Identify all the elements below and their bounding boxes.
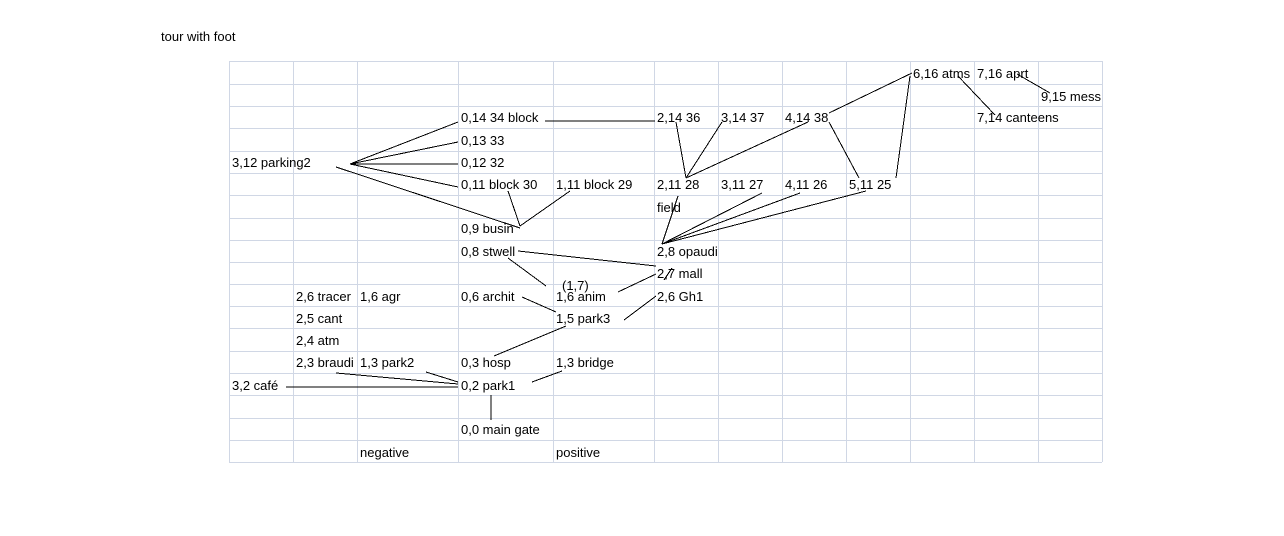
connector-line bbox=[531, 370, 563, 383]
connector-line bbox=[828, 121, 860, 179]
connector-line bbox=[519, 190, 571, 227]
connector-line bbox=[425, 371, 459, 383]
node-5-11-25[interactable]: 5,11 25 bbox=[849, 177, 892, 192]
node-0-0-main-gate[interactable]: 0,0 main gate bbox=[461, 422, 540, 437]
node-9-15-mess[interactable]: 9,15 mess bbox=[1041, 89, 1101, 104]
connector-line bbox=[895, 75, 911, 179]
node-4-14-38[interactable]: 4,14 38 bbox=[785, 110, 829, 125]
connector-line bbox=[828, 72, 913, 114]
node-2-3-braudi[interactable]: 2,3 braudi bbox=[296, 355, 354, 370]
node-3-12-parking2[interactable]: 3,12 parking2 bbox=[232, 155, 311, 170]
connector-line bbox=[685, 121, 723, 179]
node-0-3-hosp[interactable]: 0,3 hosp bbox=[461, 355, 511, 370]
node-0-6-archit[interactable]: 0,6 archit bbox=[461, 289, 515, 304]
connector-line bbox=[349, 141, 459, 165]
connector-line bbox=[957, 75, 996, 116]
negative-label: negative bbox=[360, 445, 410, 460]
node-0-2-park1[interactable]: 0,2 park1 bbox=[461, 378, 516, 393]
connector-line bbox=[685, 121, 809, 179]
connector-line bbox=[335, 166, 521, 229]
node-2-6-gh1[interactable]: 2,6 Gh1 bbox=[657, 289, 704, 304]
connector-line bbox=[507, 257, 547, 287]
node-0-14-block34[interactable]: 0,14 34 block bbox=[461, 110, 539, 125]
node-0-9-busin[interactable]: 0,9 busin bbox=[461, 221, 514, 236]
node-0-12-32[interactable]: 0,12 32 bbox=[461, 155, 505, 170]
node-3-2-cafe[interactable]: 3,2 café bbox=[232, 378, 279, 393]
connector-line bbox=[349, 121, 459, 165]
connector-line bbox=[661, 192, 801, 245]
node-6-16-atms[interactable]: 6,16 atms bbox=[913, 66, 971, 81]
connector-line bbox=[349, 163, 459, 188]
node-2-8-opaudi[interactable]: 2,8 opaudi bbox=[657, 244, 718, 259]
node-1-6-anim[interactable]: 1,6 anim bbox=[556, 289, 606, 304]
connector-line bbox=[675, 121, 687, 179]
node-3-11-27[interactable]: 3,11 27 bbox=[721, 177, 764, 192]
connector-line bbox=[493, 325, 567, 357]
grid-lines bbox=[229, 61, 1103, 463]
positive-label: positive bbox=[556, 445, 601, 460]
connector-line bbox=[661, 195, 679, 245]
node-2-11-28[interactable]: 2,11 28 bbox=[657, 177, 700, 192]
connector-line bbox=[661, 190, 867, 245]
node-1-5-park3[interactable]: 1,5 park3 bbox=[556, 311, 611, 326]
node-7-14-canteens[interactable]: 7,14 canteens bbox=[977, 110, 1059, 125]
node-field[interactable]: field bbox=[657, 200, 681, 215]
sheet-title: tour with foot bbox=[161, 29, 236, 44]
node-1-7[interactable]: (1,7) bbox=[562, 278, 589, 293]
node-0-8-stwell[interactable]: 0,8 stwell bbox=[461, 244, 516, 259]
connector-line bbox=[517, 250, 657, 267]
node-0-11-block30[interactable]: 0,11 block 30 bbox=[461, 177, 538, 192]
node-0-13-33[interactable]: 0,13 33 bbox=[461, 133, 505, 148]
connector-line bbox=[663, 267, 673, 281]
connector-line bbox=[507, 190, 521, 227]
connector-line bbox=[617, 273, 657, 293]
node-3-14-37[interactable]: 3,14 37 bbox=[721, 110, 765, 125]
node-2-5-cant[interactable]: 2,5 cant bbox=[296, 311, 343, 326]
connector-line bbox=[1016, 73, 1051, 94]
node-2-14-36[interactable]: 2,14 36 bbox=[657, 110, 701, 125]
connector-line bbox=[521, 296, 557, 313]
node-4-11-26[interactable]: 4,11 26 bbox=[785, 177, 828, 192]
connector-line bbox=[335, 372, 459, 385]
node-2-7-mall[interactable]: 2,7 mall bbox=[657, 266, 703, 281]
node-1-3-bridge[interactable]: 1,3 bridge bbox=[556, 355, 614, 370]
node-1-3-park2[interactable]: 1,3 park2 bbox=[360, 355, 415, 370]
connector-line bbox=[661, 192, 763, 245]
node-2-6-tracer[interactable]: 2,6 tracer bbox=[296, 289, 351, 304]
connector-line bbox=[623, 295, 657, 321]
node-1-6-agr[interactable]: 1,6 agr bbox=[360, 289, 401, 304]
node-2-4-atm[interactable]: 2,4 atm bbox=[296, 333, 340, 348]
node-7-16-aprt[interactable]: 7,16 aprt bbox=[977, 66, 1029, 81]
connector-lines bbox=[286, 72, 1051, 420]
node-1-11-block29[interactable]: 1,11 block 29 bbox=[556, 177, 633, 192]
